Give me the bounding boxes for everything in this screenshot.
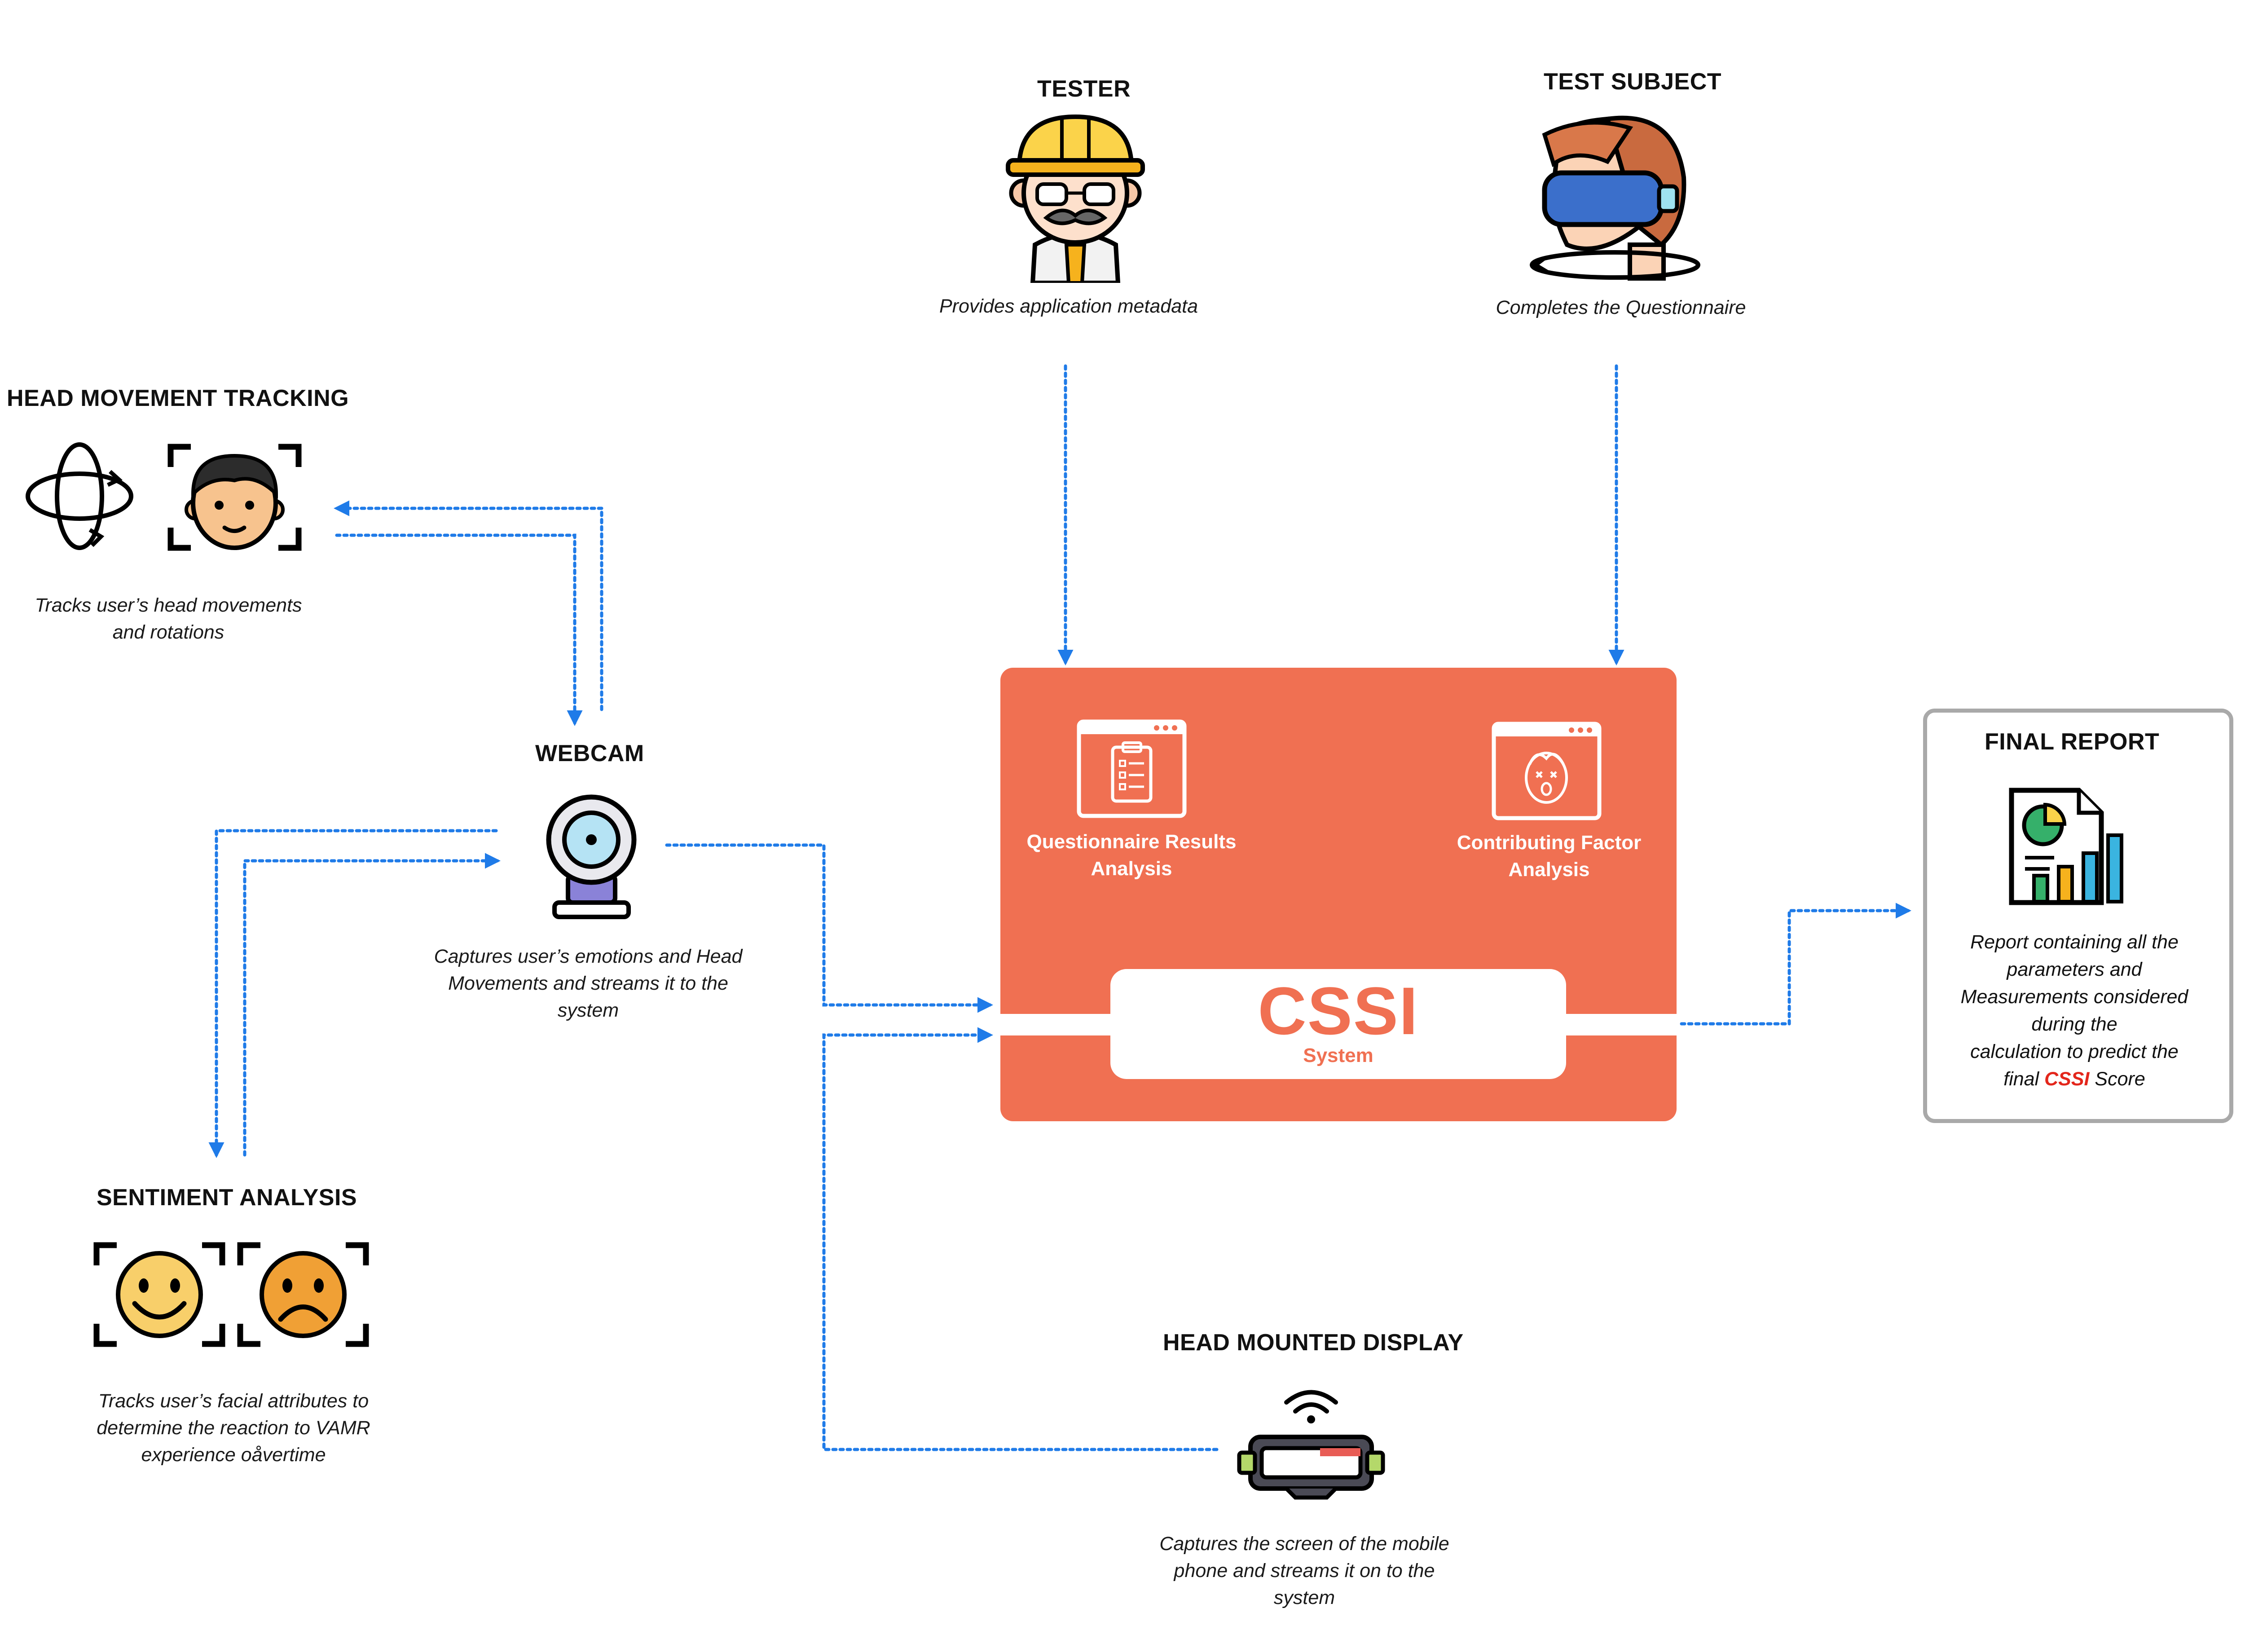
connector-webcam-to-system xyxy=(665,843,993,1013)
connector-headtracking-to-webcam xyxy=(335,533,583,726)
hmd-description: Captures the screen of the mobile phone … xyxy=(1159,1533,1449,1608)
sentiment-description: Tracks user’s facial attributes to deter… xyxy=(97,1390,370,1466)
report-desc-line: parameters and xyxy=(2007,959,2142,980)
report-desc-pre: final xyxy=(2003,1068,2045,1090)
test-subject-title: TEST SUBJECT xyxy=(1544,69,1722,95)
system-band-left xyxy=(1000,1014,1112,1035)
cssi-name: CSSI xyxy=(1258,973,1419,1048)
sad-face-tracking-icon xyxy=(237,1242,369,1347)
vr-headset-icon xyxy=(1237,1435,1385,1500)
report-cssi-highlight: CSSI xyxy=(2044,1068,2090,1090)
report-desc-line: calculation to predict the xyxy=(1970,1041,2179,1062)
report-chart-icon xyxy=(2009,788,2123,905)
system-band-right xyxy=(1565,1014,1677,1035)
questionnaire-analysis-label: Questionnaire Results Analysis xyxy=(1026,831,1237,880)
head-tracking-description: Tracks user’s head movements and rotatio… xyxy=(35,595,302,643)
face-tracking-icon xyxy=(167,444,302,551)
final-report-panel xyxy=(1923,709,2233,1123)
cssi-subtitle: System xyxy=(1303,1044,1373,1066)
tester-title: TESTER xyxy=(1037,76,1131,102)
webcam-icon xyxy=(546,794,637,919)
connector-webcam-to-headtracking xyxy=(334,500,603,711)
final-report-description: Report containing all the parameters and… xyxy=(1931,929,2218,1093)
report-desc-line: Report containing all the xyxy=(1970,931,2179,953)
clipboard-window-icon xyxy=(1077,719,1187,818)
report-desc-line: during the xyxy=(2031,1013,2117,1035)
tester-icon xyxy=(1006,114,1145,283)
test-subject-icon xyxy=(1530,115,1700,281)
connector-sentiment-to-webcam xyxy=(243,853,501,1157)
hmd-title: HEAD MOUNTED DISPLAY xyxy=(1163,1330,1464,1356)
head-tracking-title: HEAD MOVEMENT TRACKING xyxy=(7,385,349,411)
dizzy-face-window-icon xyxy=(1492,722,1602,820)
webcam-title: WEBCAM xyxy=(535,740,644,767)
test-subject-description: Completes the Questionnaire xyxy=(1496,297,1746,318)
report-desc-post: Score xyxy=(2089,1068,2145,1090)
cssi-core-box: CSSI System xyxy=(1110,969,1566,1079)
final-report-title: FINAL REPORT xyxy=(1985,729,2160,755)
sentiment-title: SENTIMENT ANALYSIS xyxy=(97,1185,357,1211)
connector-webcam-to-sentiment xyxy=(208,829,498,1158)
connector-system-to-report xyxy=(1680,903,1911,1026)
happy-face-tracking-icon xyxy=(93,1242,225,1347)
connector-hmd-to-system xyxy=(822,1027,1219,1451)
report-desc-line: final CSSI Score xyxy=(1931,1066,2218,1093)
webcam-description: Captures user’s emotions and Head Moveme… xyxy=(434,946,743,1021)
rotation-icon xyxy=(26,442,133,550)
tester-description: Provides application metadata xyxy=(939,295,1198,317)
report-desc-line: Measurements considered xyxy=(1960,986,2188,1008)
contributing-factor-label: Contributing Factor Analysis xyxy=(1457,832,1642,881)
wifi-icon xyxy=(1284,1390,1338,1423)
